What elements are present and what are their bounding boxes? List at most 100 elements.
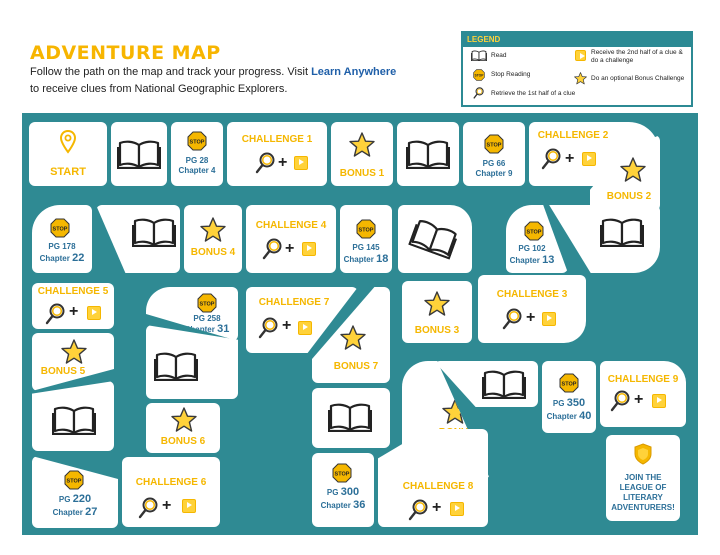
- plus-sign: +: [526, 309, 536, 326]
- magnifier-icon: [541, 148, 561, 170]
- challenge-label: CHALLENGE 3: [496, 289, 568, 300]
- chapter-prefix: Chapter: [184, 325, 218, 334]
- magnifier-icon: [502, 308, 522, 330]
- magnifier-icon: [258, 317, 278, 339]
- tile-stop-pg220[interactable]: PG 220 Chapter 27: [32, 456, 118, 528]
- tile-read-3[interactable]: [96, 205, 180, 273]
- stop-chapter: Chapter 36: [312, 500, 374, 511]
- stop-page: PG 258: [193, 314, 221, 323]
- tile-stop-pg145[interactable]: PG 145 Chapter 18: [340, 205, 392, 273]
- tile-read-4[interactable]: [398, 205, 472, 273]
- book-icon: [117, 139, 161, 169]
- book-icon: [600, 217, 644, 247]
- star-icon: [200, 217, 226, 243]
- tile-read-1[interactable]: [111, 122, 167, 186]
- learn-anywhere-link[interactable]: Learn Anywhere: [311, 66, 397, 78]
- legend: LEGEND Read Stop Reading Retrieve the 1s…: [461, 31, 693, 107]
- tile-read-8[interactable]: [312, 388, 390, 448]
- stop-chapter: Chapter 9: [475, 169, 513, 178]
- page-prefix: PG: [58, 495, 73, 504]
- stop-page: PG 300: [312, 487, 374, 498]
- star-icon: [442, 399, 468, 425]
- tile-stop-pg28[interactable]: PG 28 Chapter 4: [171, 122, 223, 186]
- bonus-label: BONUS 7: [333, 361, 379, 372]
- challenge-label: CHALLENGE 5: [37, 286, 109, 297]
- tile-bonus-5[interactable]: BONUS 5: [32, 333, 114, 391]
- play-icon: [87, 306, 101, 320]
- bonus-label: BONUS 3: [414, 325, 460, 336]
- challenge-label: CHALLENGE 1: [241, 134, 313, 145]
- tile-bonus-3[interactable]: BONUS 3: [402, 281, 472, 343]
- tile-stop-pg66[interactable]: PG 66 Chapter 9: [463, 122, 525, 186]
- plus-sign: +: [69, 303, 79, 320]
- stop-page: PG 350: [542, 398, 596, 409]
- tile-challenge-5[interactable]: CHALLENGE 5 +: [32, 283, 114, 329]
- challenge-label: CHALLENGE 4: [255, 220, 327, 231]
- tile-read-6[interactable]: [32, 381, 114, 451]
- location-pin-icon: [60, 130, 76, 154]
- tile-challenge-8[interactable]: CHALLENGE 8 +: [378, 429, 488, 527]
- challenge-label: CHALLENGE 8: [402, 481, 474, 492]
- legend-bonus: Do an optional Bonus Challenge: [591, 75, 685, 82]
- chapter-number: 13: [542, 254, 555, 266]
- chapter-prefix: Chapter: [39, 254, 73, 263]
- tile-challenge-4[interactable]: CHALLENGE 4 +: [246, 205, 336, 273]
- chapter-number: 18: [376, 253, 389, 265]
- chapter-prefix: Chapter: [343, 255, 377, 264]
- star-icon: [574, 72, 587, 85]
- play-icon: [302, 242, 316, 256]
- star-icon: [424, 291, 450, 317]
- legend-heading: LEGEND: [463, 33, 691, 47]
- stop-sign-icon: [332, 463, 352, 483]
- plus-sign: +: [285, 240, 295, 257]
- intro-text-b: to receive clues from National Geographi…: [30, 83, 288, 95]
- tile-bonus-4[interactable]: BONUS 4: [184, 205, 242, 273]
- plus-sign: +: [278, 154, 288, 171]
- legend-receive-second: Receive the 2nd half of a clue & do a ch…: [591, 49, 683, 64]
- tile-read-7[interactable]: [146, 325, 238, 399]
- book-icon: [328, 402, 372, 432]
- tile-stop-pg300[interactable]: PG 300 Chapter 36: [312, 453, 374, 527]
- tile-challenge-3[interactable]: CHALLENGE 3 +: [478, 275, 586, 343]
- tile-start[interactable]: START: [29, 122, 107, 186]
- book-icon: [482, 369, 526, 399]
- stop-chapter: Chapter 22: [32, 253, 92, 264]
- chapter-number: 36: [353, 499, 366, 511]
- stop-chapter: Chapter 13: [506, 255, 558, 266]
- tile-bonus-1[interactable]: BONUS 1: [331, 122, 393, 186]
- tile-challenge-6[interactable]: CHALLENGE 6 +: [122, 457, 220, 527]
- magnifier-icon: [138, 497, 158, 519]
- legend-read: Read: [491, 52, 507, 59]
- join-line-1: JOIN THE: [624, 473, 662, 482]
- play-icon: [542, 312, 556, 326]
- play-icon: [450, 502, 464, 516]
- challenge-label: CHALLENGE 7: [258, 297, 330, 308]
- challenge-label: CHALLENGE 2: [537, 130, 609, 141]
- stop-page: PG 220: [32, 494, 118, 505]
- legend-retrieve-first: Retrieve the 1st half of a clue: [491, 90, 576, 97]
- bonus-label: BONUS 1: [339, 168, 385, 179]
- tile-join-league[interactable]: JOIN THE LEAGUE OF LITERARY ADVENTURERS!: [606, 435, 680, 521]
- tile-stop-pg178[interactable]: PG 178 Chapter 22: [32, 205, 92, 273]
- tile-bonus-6[interactable]: BONUS 6: [146, 403, 220, 453]
- stop-chapter: Chapter 40: [542, 411, 596, 422]
- tile-read-2[interactable]: [397, 122, 459, 186]
- page-prefix: PG: [326, 488, 341, 497]
- tile-stop-pg350[interactable]: PG 350 Chapter 40: [542, 361, 596, 433]
- magnifier-icon: [473, 87, 484, 99]
- page-prefix: PG: [552, 399, 567, 408]
- intro-text-a: Follow the path on the map and track you…: [30, 66, 312, 78]
- intro-text: Follow the path on the map and track you…: [30, 64, 450, 98]
- book-icon: [154, 351, 198, 381]
- tile-challenge-9[interactable]: CHALLENGE 9 +: [600, 361, 686, 427]
- chapter-prefix: Chapter: [320, 501, 354, 510]
- play-icon: [575, 50, 586, 61]
- stop-sign-icon: [197, 293, 217, 313]
- book-icon: [471, 50, 487, 61]
- adventure-board: START PG 28 Chapter 4 CHALLENGE 1 + BONU…: [22, 113, 698, 535]
- star-icon: [620, 157, 646, 183]
- play-icon: [582, 152, 596, 166]
- page-number: 300: [340, 486, 360, 498]
- stop-chapter: Chapter 27: [32, 507, 118, 518]
- tile-challenge-1[interactable]: CHALLENGE 1 +: [227, 122, 327, 186]
